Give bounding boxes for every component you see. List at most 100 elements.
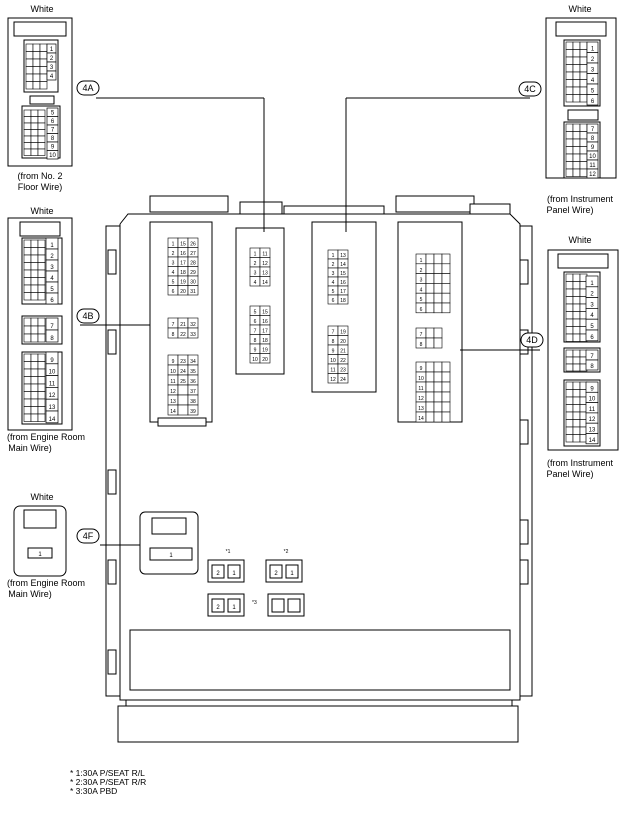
connector-4b-upper-grid-cell [30,269,39,278]
block-right-notch-4 [519,559,529,585]
connector-4d-lower-grid-cell [572,404,581,413]
connector-4a-source-2: Floor Wire) [18,182,63,192]
connector-4a-upper-grid-cell [32,43,41,52]
section-4c-group1-num: 1 [332,253,335,259]
connector-4b-upper-grid-cell [30,292,39,301]
section-4b-group3-num: 24 [180,369,186,375]
section-4b-group1-num: 2 [172,251,175,257]
section-4d-g3-grid-cell [441,381,451,393]
connector-4a-color: White [30,4,53,14]
connector-4c-upper-pin-num: 5 [591,89,595,95]
section-4c-group1-num: 17 [340,289,346,295]
connector-4d-upper-grid-cell [572,333,581,342]
connector-4d-lower-pin-num: 12 [589,417,596,423]
connector-4c-lower-grid-cell [579,123,588,132]
connector-4b-source-2: Main Wire) [8,443,52,453]
section-4d-g1-grid-cell [441,263,451,274]
connector-4a-upper-grid-cell [39,81,48,90]
connector-4d-upper-pin-num: 6 [590,335,594,341]
connector-4b-upper-grid-cell [37,292,46,301]
connector-4c-upper-grid-cell [572,71,581,80]
connector-4d-lower-grid-cell [565,426,574,435]
connector-4d-lower-grid-cell [565,396,574,405]
connector-4c-lower-grid-cell [579,153,588,162]
connector-4b-upper-grid-cell [30,239,39,248]
connector-4b-upper-pin-num: 3 [50,265,54,271]
section-4d-g3-grid-cell [433,401,443,413]
connector-4b-lower-grid-cell [23,376,32,385]
fuse-1-right-terminal [285,564,299,579]
section-4c-group2-cell [337,373,349,384]
connector-4b-lower-grid-cell [30,406,39,415]
connector-4d-upper-grid-cell [565,318,574,327]
section-4c-group2-num: 24 [340,377,346,383]
connector-4b-upper-grid-cell [37,254,46,263]
connector-4c-lower-grid-cell [572,131,581,140]
connector-4d-mid-pin-num: 7 [590,354,594,360]
connector-4d-mid-grid-cell [572,356,581,365]
section-4b-group1-num: 29 [190,270,196,276]
block-top-tab-0 [149,195,229,213]
fuse-1-pin-b: 1 [290,571,294,577]
connector-4a-lower-grid-cell [37,142,46,150]
connector-4b-lower-grid-cell [30,376,39,385]
connector-4c-upper-grid-cell [572,56,581,65]
connector-4b-upper-pin-num: 1 [50,243,54,249]
connector-4c-lower-grid-cell [565,138,574,147]
connector-4d-lower-grid-cell [565,381,574,390]
section-4b-group3-cell [177,404,189,416]
connector-4d-mid-grid-cell [565,349,574,358]
connector-4c-upper-grid-cell [579,86,588,95]
connector-4b-lower-pin-num: 14 [49,417,56,423]
connector-4a-upper-grid-cell [32,51,41,60]
connector-4c-lower-grid-cell [572,138,581,147]
connector-4b-upper-grid-cell [37,247,46,256]
connector-4c-lower-grid-cell [565,146,574,155]
section-4b-group1-num: 15 [180,242,186,248]
block-bottom-panel [129,629,511,691]
connector-4d-upper-pin-num: 2 [590,292,594,298]
connector-4b-mid-grid-cell [30,325,39,335]
section-4a-group2-num: 8 [254,338,257,344]
section-4d-g1-grid-cell [425,273,435,284]
connector-4a-lower-grid-cell [23,122,32,130]
section-4b-group3-num: 25 [180,379,186,385]
section-4b-group3-cell [177,394,189,406]
connector-4b-source-1: (from Engine Room [7,432,85,442]
section-4b-group1-num: 1 [172,242,175,248]
connector-4b-upper-grid-cell [23,277,32,286]
connector-4c-lower-grid-cell [579,131,588,140]
connector-4b-lower-grid-cell [23,391,32,400]
connector-4b-lower-grid-cell [30,368,39,377]
connector-4d-source-2: Panel Wire) [546,469,593,479]
section-4c-group1-cell [337,294,349,305]
section-4a-group1-num: 2 [254,261,257,267]
connector-4d-upper-grid-cell [572,288,581,297]
connector-4a-upper-grid-cell [39,66,48,75]
connector-4a-upper-grid-cell [32,81,41,90]
section-4b-group1-num: 28 [190,261,196,267]
connector-4d-lower-grid-cell [572,381,581,390]
connector-4a-mid-lock [29,95,55,105]
connector-4b-upper-grid-cell [23,254,32,263]
connector-4a-lower-grid-cell [30,129,39,137]
section-4d-g1-num: 1 [420,258,423,264]
connector-4f-source-2: Main Wire) [8,589,52,599]
connector-4b-lower-grid-cell [23,361,32,370]
connector-4a-lower-grid-cell [23,142,32,150]
badge-4f-badge [76,528,100,544]
section-4b-group2-num: 8 [172,332,175,338]
fuse-0-left-terminal [211,564,225,579]
section-4d-g2-grid-cell [433,327,443,339]
fuse-0-right-terminal [227,564,241,579]
connector-4b-lower-grid-cell [37,413,46,422]
section-4b-group3-num: 37 [190,389,196,395]
connector-4d-upper-grid-cell [572,296,581,305]
connector-4b-mid-grid-cell [30,317,39,327]
section-4c-group2-num: 22 [340,358,346,364]
block-top-tab-3 [395,195,475,213]
connector-4c-lower-grid-cell [572,161,581,170]
section-4d-g3-grid-cell [425,401,435,413]
connector-4a-upper-pin-num: 3 [50,65,54,71]
section-4d-g3-grid-cell [441,371,451,383]
